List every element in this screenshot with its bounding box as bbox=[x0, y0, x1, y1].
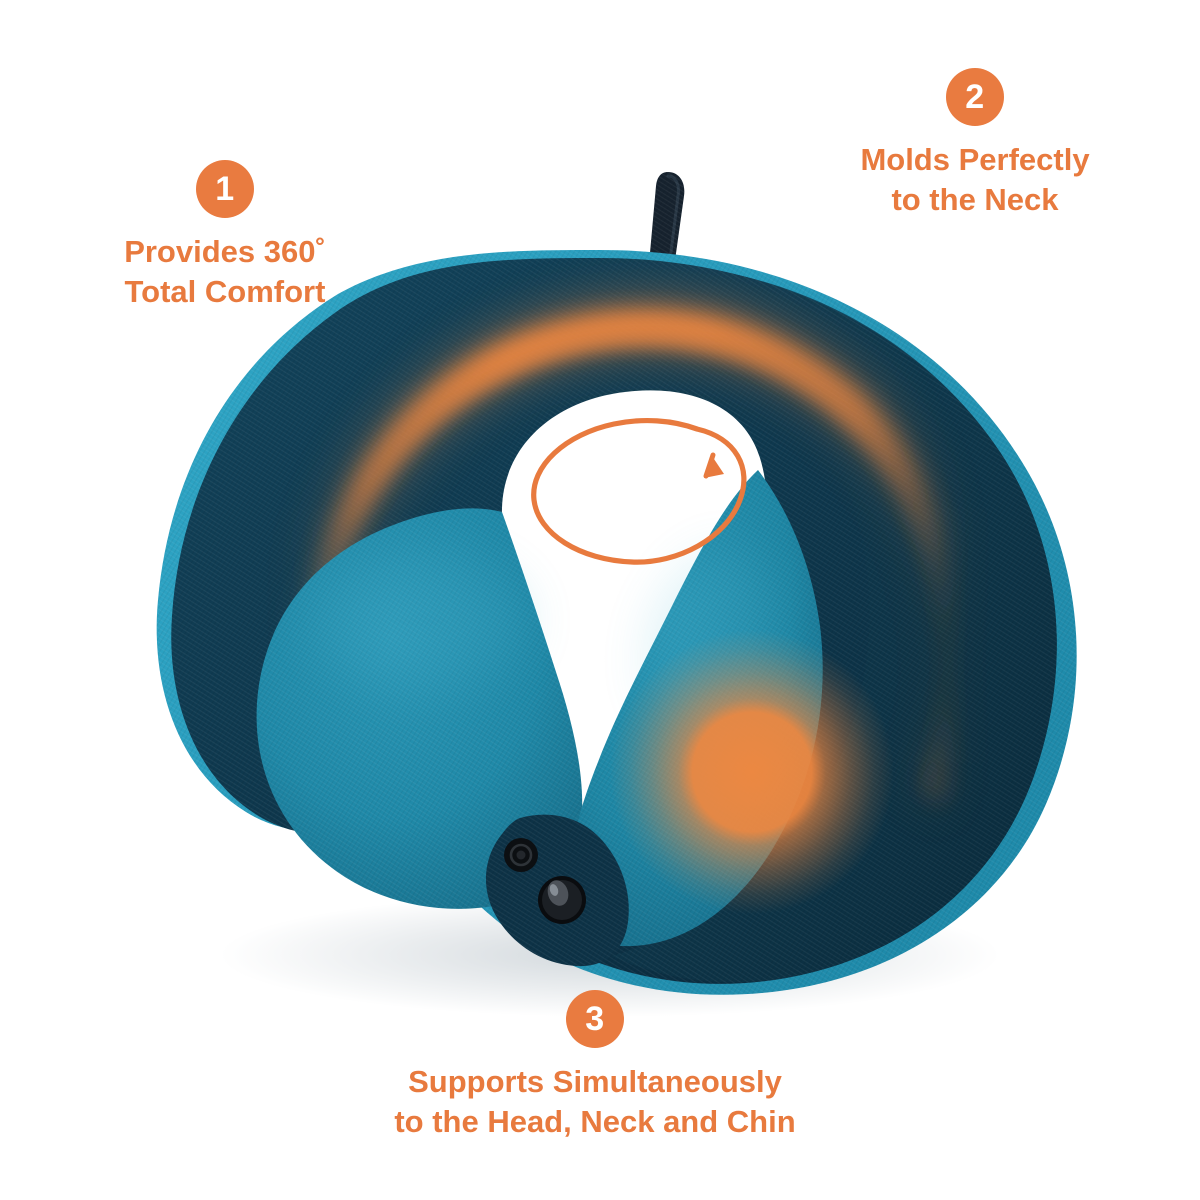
callout-2-number: 2 bbox=[965, 78, 985, 116]
callout-3-line-1: Supports Simultaneously bbox=[408, 1064, 782, 1099]
callout-1: 1 Provides 360˚ Total Comfort bbox=[55, 160, 395, 311]
rotation-arrow-icon bbox=[531, 417, 747, 565]
callout-3-number: 3 bbox=[585, 1000, 605, 1038]
callout-2-badge: 2 bbox=[946, 68, 1004, 126]
snap-clasp-flap bbox=[485, 814, 629, 967]
callout-1-text: Provides 360˚ Total Comfort bbox=[124, 232, 326, 311]
left-teal-lobe bbox=[256, 508, 583, 909]
inner-neck-gap bbox=[501, 390, 767, 937]
callout-3-text: Supports Simultaneously to the Head, Nec… bbox=[394, 1062, 795, 1141]
callout-3-badge: 3 bbox=[566, 990, 624, 1048]
callout-3: 3 Supports Simultaneously to the Head, N… bbox=[330, 990, 860, 1141]
callout-2-text: Molds Perfectly to the Neck bbox=[860, 140, 1089, 219]
snap-button-large bbox=[538, 876, 586, 924]
callout-2-line-2: to the Neck bbox=[891, 181, 1059, 217]
callout-1-line-2: Total Comfort bbox=[124, 273, 326, 309]
snap-button-small bbox=[504, 838, 538, 872]
neck-contour-glow-arc bbox=[277, 301, 981, 813]
callout-1-number: 1 bbox=[215, 170, 235, 208]
callout-1-line-1: Provides 360˚ bbox=[124, 234, 326, 269]
pressure-point-glow bbox=[610, 630, 894, 914]
callout-2-line-1: Molds Perfectly bbox=[860, 142, 1090, 177]
callout-3-line-2: to the Head, Neck and Chin bbox=[394, 1103, 796, 1139]
callout-2: 2 Molds Perfectly to the Neck bbox=[805, 68, 1145, 219]
callout-1-badge: 1 bbox=[196, 160, 254, 218]
